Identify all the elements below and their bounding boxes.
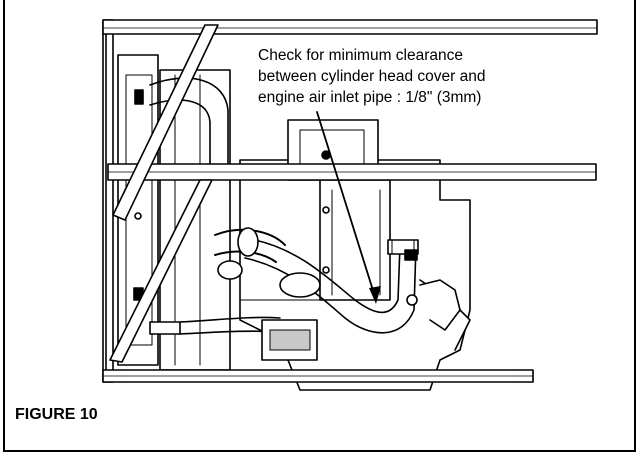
callout-line-2: between cylinder head cover and: [258, 68, 486, 85]
diagonal-braces: [109, 24, 219, 363]
bottom-base-rail: [102, 369, 534, 383]
air-inlet-pipe: [244, 239, 419, 334]
top-frame-rail: [102, 19, 598, 35]
right-side-detail: [404, 249, 461, 331]
figure-caption: FIGURE 10: [15, 406, 98, 423]
engine-clearance-illustration: [102, 19, 598, 391]
upper-radiator-hose: [149, 77, 229, 171]
clearance-callout: Check for minimum clearance between cyli…: [258, 45, 548, 108]
middle-frame-rail: [107, 163, 597, 181]
callout-line-1: Check for minimum clearance: [258, 47, 464, 64]
clearance-leader-arrow: [316, 111, 381, 304]
callout-line-3: engine air inlet pipe : 1/8" (3mm): [258, 89, 482, 106]
left-frame-post: [102, 19, 114, 383]
hose-cluster: [149, 227, 321, 361]
